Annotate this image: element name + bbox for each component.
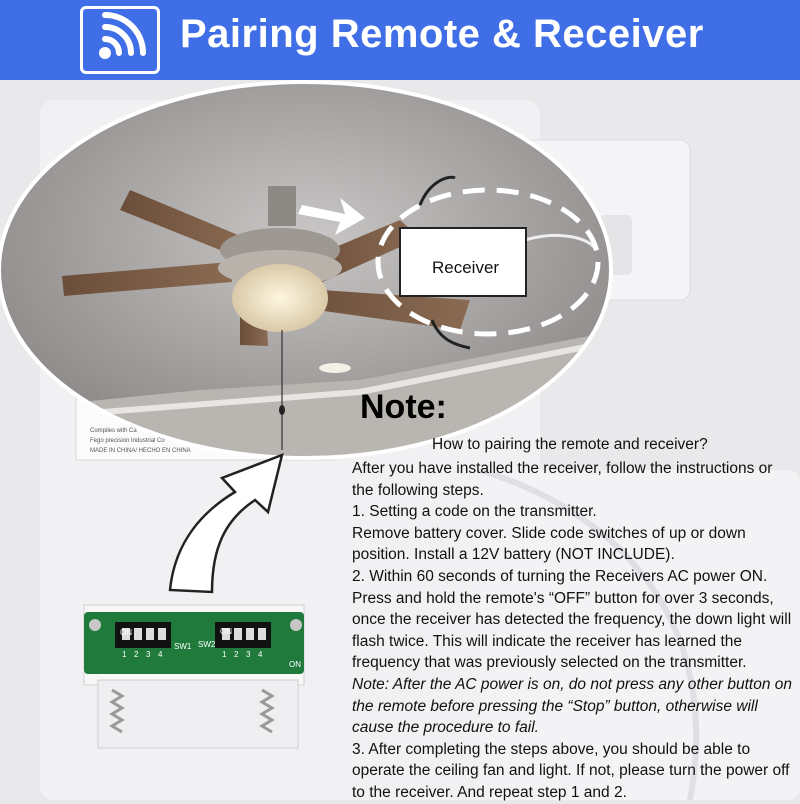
zoom-oval-frame	[0, 80, 613, 460]
pcb-switch-number: 1	[222, 650, 227, 659]
pcb-switch-number: 1	[122, 650, 127, 659]
instruction-paragraph: 3. After completing the steps above, you…	[352, 740, 790, 801]
page-title: Pairing Remote & Receiver	[180, 12, 704, 56]
wifi-signal-icon	[80, 6, 160, 74]
pcb-switch-number: 4	[158, 650, 163, 659]
spring-icon	[259, 688, 275, 734]
label-line: MADE IN CHINA/ HECHO EN CHINA	[90, 448, 191, 454]
note-question: How to pairing the remote and receiver?	[432, 436, 708, 453]
up-arrow-icon	[168, 452, 284, 594]
arrow-icon	[298, 198, 365, 235]
pcb-sw1-label: SW1	[174, 642, 192, 651]
pcb-switch-number: 2	[134, 650, 139, 659]
pcb-on-label: ON	[289, 660, 301, 669]
instruction-paragraph: 2. Within 60 seconds of turning the Rece…	[352, 567, 792, 672]
pcb-on-label: ON	[220, 627, 232, 636]
pcb-switch-number: 2	[234, 650, 239, 659]
instruction-warning: Note: After the AC power is on, do not p…	[352, 675, 792, 737]
pcb-on-label: ON	[120, 628, 132, 637]
instruction-paragraph: 1. Setting a code on the transmitter.	[352, 503, 597, 521]
receiver-label: Receiver	[432, 258, 500, 277]
note-heading: Note:	[360, 388, 447, 426]
pcb-sw2-label: SW2	[198, 640, 216, 649]
label-line: Fego precision Industrial Co	[90, 438, 165, 444]
pcb-switch-number: 3	[246, 650, 251, 659]
instruction-paragraph: Remove battery cover. Slide code switche…	[352, 524, 746, 564]
instructions-text: After you have installed the receiver, f…	[352, 458, 796, 804]
instruction-paragraph: After you have installed the receiver, f…	[352, 460, 773, 499]
pcb-switch-number: 3	[146, 650, 151, 659]
receiver-box	[399, 227, 527, 297]
label-line: Compiles with Ca	[90, 428, 137, 434]
receiver-highlight	[375, 187, 601, 337]
pcb-switch-number: 4	[258, 650, 263, 659]
product-illustration: Compiles with Ca Fego precision Industri…	[0, 80, 800, 800]
battery-slot	[97, 679, 299, 749]
spring-icon	[109, 688, 125, 734]
title-banner: Pairing Remote & Receiver	[0, 0, 800, 80]
remote-body	[480, 470, 800, 800]
